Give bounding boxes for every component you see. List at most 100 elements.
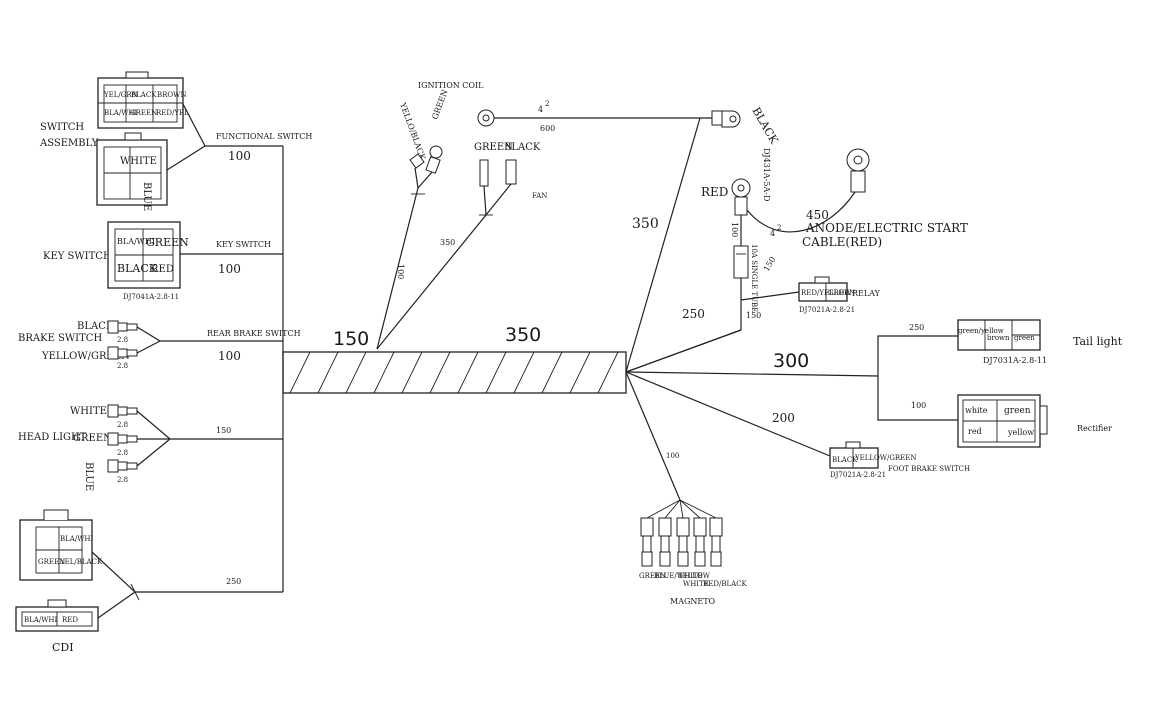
rectifier-length: 100 (911, 401, 926, 410)
magneto-length: 100 (666, 452, 679, 460)
relay-part-code: DJ7021A-2.8-21 (799, 306, 855, 314)
rectifier-cell-3: red (968, 427, 982, 436)
key-cell-2: GREEN (146, 236, 189, 249)
cdi-cell-5: RED (62, 616, 78, 624)
key-switch-wire-label: KEY SWITCH (216, 240, 271, 249)
head-light-terminal-2: 2.8 (117, 449, 128, 457)
brake-switch: BRAKE SWITCH BLACK YELLOW/GREEN 2.8 2.8 … (18, 320, 301, 370)
relay-length-150b: 150 (746, 311, 761, 320)
switch-cell-6: RED/YEL (156, 109, 189, 117)
rectifier-cell-2: green (1004, 406, 1031, 416)
cdi-cell-2: GREEN (38, 558, 65, 566)
relay-length-100: 100 (730, 222, 739, 237)
fan: GREEN BLACK FAN 350 (376, 142, 547, 350)
brake-wire-1: BLACK (77, 321, 114, 332)
rear-trunk-length: 300 (773, 350, 809, 372)
ignition-coil: IGNITION COIL YELLO/BLACK GREEN 100 (376, 81, 484, 350)
cdi-length: 250 (226, 577, 241, 586)
anode-length: 450 (806, 208, 829, 222)
switch-cell-blue: BLUE (141, 182, 152, 211)
relay-cell-2: GREEN (828, 289, 855, 297)
ground-cross-section: 4 (538, 105, 543, 114)
rectifier: 100 white green red yellow Rectifier (911, 394, 1112, 448)
anode-label-2: CABLE(RED) (802, 235, 882, 249)
cdi-cell-3: YEL/BLACK (59, 558, 103, 566)
tail-cell-2: brown (987, 334, 1010, 342)
key-cell-3: BLACK (117, 262, 158, 275)
ground-length: 600 (540, 124, 555, 133)
relay-cell-1: RED/YELLOW (801, 289, 852, 297)
tail-light: 250 green/yellow brown green DJ7031A-2.8… (909, 319, 1123, 365)
tail-light-length: 250 (909, 323, 924, 332)
cdi: BLA/WHI GREEN YEL/BLACK BLA/WHI RED CDI … (15, 509, 283, 654)
branch-relay-line (625, 329, 742, 373)
head-light-wire-1: WHITE (70, 406, 107, 417)
branch-length-350: 350 (632, 216, 659, 232)
magneto-label: MAGNETO (670, 597, 716, 606)
foot-brake-label: FOOT BRAKE SWITCH (888, 465, 970, 473)
rear-brake-switch-label: REAR BRAKE SWITCH (207, 329, 301, 338)
ground-superscript: 2 (545, 100, 549, 108)
ignition-coil-label: IGNITION COIL (418, 81, 484, 90)
ignition-wire-1: YELLO/BLACK (398, 101, 428, 162)
switch-connector-2 (96, 139, 168, 206)
relay-length-150a: 150 (762, 255, 777, 273)
fan-wire-1: GREEN (474, 142, 513, 153)
magneto-wire-3: YELLOW (677, 572, 711, 580)
brake-switch-label: BRAKE SWITCH (18, 333, 102, 344)
head-light-length: 150 (216, 426, 231, 435)
brake-wire-2: YELLOW/GREEN (41, 351, 130, 362)
anode-cross-section: 4 (770, 229, 775, 238)
functional-switch-label: FUNCTIONAL SWITCH (216, 132, 312, 141)
switch-assembly-label-1: SWITCH (40, 122, 84, 133)
key-switch-label: KEY SWITCH (43, 251, 112, 262)
head-light-wire-3: BLUE (83, 462, 94, 491)
main-harness: 150 350 (282, 324, 627, 394)
cdi-label: CDI (52, 641, 74, 654)
foot-brake-cell-2: YELLOW/GREEN (854, 454, 917, 462)
fan-label: FAN (532, 192, 547, 200)
fan-length: 350 (440, 238, 455, 247)
head-light-wire-2: GREEN (73, 433, 112, 444)
magneto-wire-5: RED/BLACK (703, 580, 748, 588)
foot-brake-cell-1: BLACK (832, 456, 858, 464)
magneto-wire-1: GREEN (639, 572, 666, 580)
anode-label-1: ANODE/ELECTRIC START (805, 221, 968, 235)
foot-brake-length: 200 (772, 411, 795, 425)
rectifier-cell-1: white (965, 406, 988, 415)
relay-label: RELAY (852, 289, 881, 298)
relay-red-wire: RED (701, 185, 728, 199)
brake-terminal-2: 2.8 (117, 362, 128, 370)
cdi-cell-4: BLA/WHI (24, 616, 58, 624)
rectifier-label: Rectifier (1077, 424, 1112, 433)
fuse-label: 10A SINGLE TUBE (750, 244, 758, 312)
tail-light-part: DJ7031A-2.8-11 (983, 356, 1047, 365)
tail-cell-3: green (1014, 334, 1035, 342)
fuse-body (733, 245, 749, 279)
brake-switch-length: 100 (218, 349, 241, 363)
head-light-terminal-1: 2.8 (117, 421, 128, 429)
magneto-wire-2: BLUE/WHITE (654, 572, 703, 580)
brake-terminal-1: 2.8 (117, 336, 128, 344)
switch-assembly-label-2: ASSEMBLY (39, 138, 99, 149)
cdi-cell-1: BLA/WHI (60, 535, 94, 543)
magneto: 100 GREEN BLUE/WHITE YELLOW WHITE RED/BL… (625, 371, 748, 606)
starter-relay: RED DJ431A-5A-D 100 10A SINGLE TUBE 150 … (625, 148, 881, 373)
harness-middle-length: 350 (505, 324, 541, 346)
switch-cell-white: WHITE (120, 156, 157, 167)
rear-trunk: 300 (625, 335, 958, 421)
key-cell-4: RED (151, 264, 174, 275)
key-cell-1: BLA/WHI (117, 237, 155, 246)
ground-color: BLACK (749, 105, 781, 147)
key-switch-part: DJ7041A-2.8-11 (123, 293, 179, 301)
anode-cable: 450 4 2 ANODE/ELECTRIC START CABLE(RED) (746, 148, 968, 249)
functional-switch-length: 100 (228, 149, 251, 163)
key-switch-length: 100 (218, 262, 241, 276)
head-light-label: HEAD LIGHT (18, 432, 87, 443)
switch-cell-5: GREEN (130, 109, 157, 117)
switch-cell-3: BROWN (157, 91, 186, 99)
relay-part-no: DJ431A-5A-D (762, 148, 771, 201)
ignition-length: 100 (396, 264, 405, 279)
head-light-terminal-3: 2.8 (117, 476, 128, 484)
